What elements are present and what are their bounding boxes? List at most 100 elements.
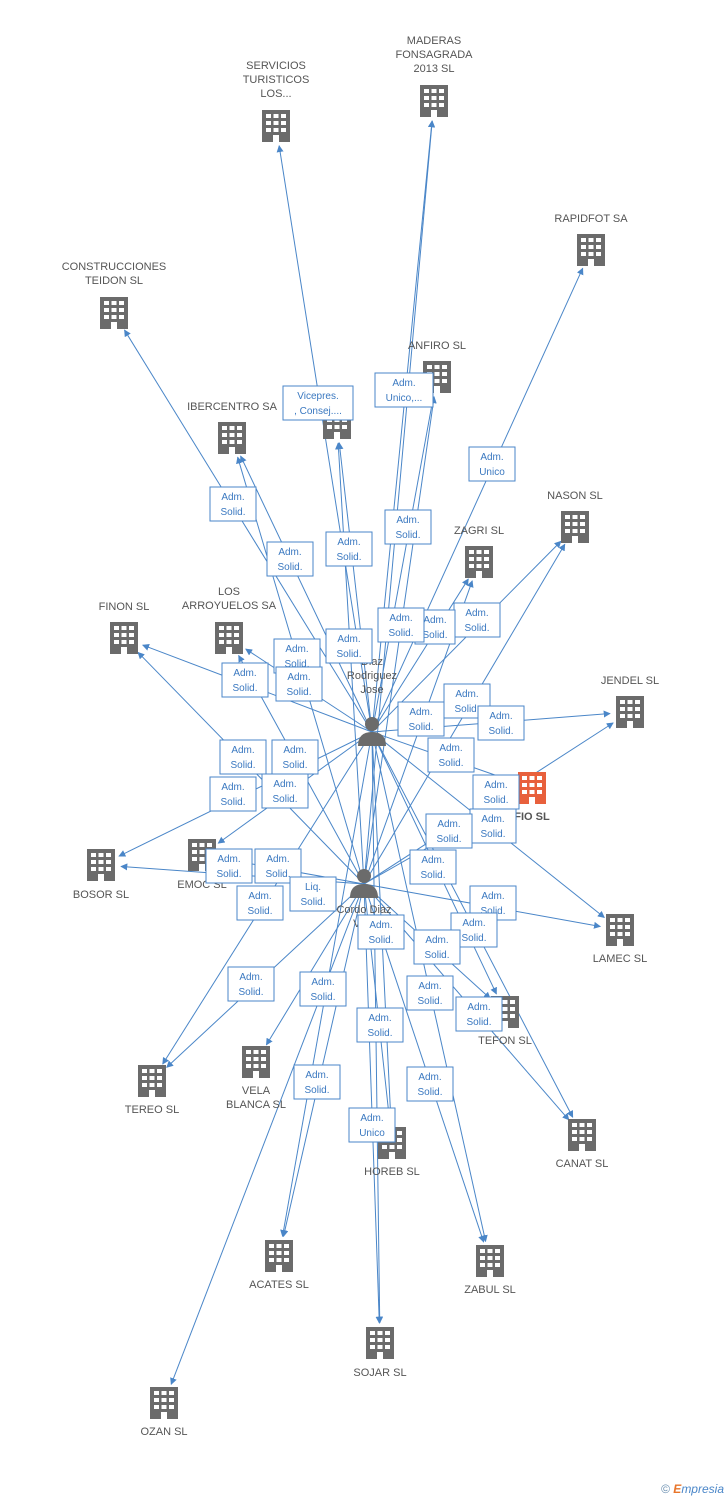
role-label[interactable]: Adm.Unico	[468, 446, 516, 482]
company-node-rapidfot[interactable]	[577, 234, 605, 266]
role-label[interactable]: Adm.Solid.	[271, 739, 319, 775]
role-label[interactable]: Adm.Solid.	[293, 1064, 341, 1100]
edge-p2-acates	[281, 883, 365, 1238]
company-node-acates[interactable]	[265, 1240, 293, 1272]
company-node-finon[interactable]	[110, 622, 138, 654]
role-label[interactable]: Adm.Solid.	[472, 774, 520, 810]
company-node-construcciones[interactable]	[100, 297, 128, 329]
company-node-fio[interactable]	[518, 772, 546, 804]
role-label[interactable]: Adm.Solid.	[299, 971, 347, 1007]
company-label-line: BLANCA SL	[226, 1099, 286, 1111]
company-node-sojar[interactable]	[366, 1327, 394, 1359]
building-icon	[138, 1065, 166, 1097]
role-label-text: Solid.	[220, 797, 245, 808]
company-label-line: MADERAS	[407, 35, 461, 47]
role-label[interactable]: Adm. Solid.	[266, 541, 314, 577]
role-label[interactable]: Adm.Unico,...	[374, 372, 434, 408]
edge-p2-ozan	[170, 883, 365, 1385]
role-label-text: Adm.	[489, 711, 512, 722]
company-node-ozan[interactable]	[150, 1387, 178, 1419]
person-label-line: Cordo Diaz	[336, 904, 391, 916]
role-label[interactable]: Adm.Solid.	[325, 531, 373, 567]
role-label-box	[266, 541, 314, 577]
company-node-vela[interactable]	[242, 1046, 270, 1078]
company-node-ibercentro[interactable]	[218, 422, 246, 454]
building-icon	[420, 85, 448, 117]
role-label[interactable]: Adm.Solid.	[413, 929, 461, 965]
brand-logo[interactable]: Empresia	[673, 1482, 724, 1496]
role-label[interactable]: Adm.Solid.	[455, 996, 503, 1032]
company-node-arroyuelos[interactable]	[215, 622, 243, 654]
role-label[interactable]: Adm.Solid.	[219, 739, 267, 775]
role-label-text: Adm.	[278, 547, 301, 558]
role-label-box	[469, 808, 517, 844]
role-label-text: Adm.	[418, 1072, 441, 1083]
role-label[interactable]: Adm.Solid.	[453, 602, 501, 638]
company-label-line: SERVICIOS	[246, 60, 306, 72]
role-label[interactable]: Adm. Solid.	[469, 808, 517, 844]
role-label[interactable]: Adm.Solid.	[325, 628, 373, 664]
company-node-tereo[interactable]	[138, 1065, 166, 1097]
company-label-ozan: OZAN SL	[140, 1426, 187, 1438]
role-label[interactable]: Adm.Solid.	[236, 885, 284, 921]
role-label-text: Solid.	[480, 906, 505, 917]
company-node-nason[interactable]	[561, 511, 589, 543]
company-node-servicios[interactable]	[262, 110, 290, 142]
role-label[interactable]: Adm.Solid.	[397, 701, 445, 737]
role-label-text: Adm.	[311, 977, 334, 988]
company-label-fio: FIO SL	[514, 811, 550, 823]
company-label-finon: FINON SL	[99, 601, 150, 613]
role-label[interactable]: Adm.Solid.	[227, 966, 275, 1002]
role-label-text: Solid.	[480, 829, 505, 840]
role-label[interactable]: Liq.Solid.	[289, 876, 337, 912]
edge-p1-ibercentro	[240, 455, 373, 733]
role-label-text: Solid.	[336, 649, 361, 660]
role-label[interactable]: Adm.Unico	[348, 1107, 396, 1143]
role-label[interactable]: Adm.Solid.	[425, 813, 473, 849]
company-node-maderas[interactable]	[420, 85, 448, 117]
role-label[interactable]: Adm.Solid.	[221, 662, 269, 698]
company-node-jendel[interactable]	[616, 696, 644, 728]
role-label[interactable]: Adm.Solid.	[275, 666, 323, 702]
company-node-zagri[interactable]	[465, 546, 493, 578]
company-label-line: CONSTRUCCIONES	[62, 261, 167, 273]
company-node-lamec[interactable]	[606, 914, 634, 946]
company-label-rapidfot: RAPIDFOT SA	[554, 213, 628, 225]
role-label[interactable]: Adm.Solid.	[427, 737, 475, 773]
company-node-bosor[interactable]	[87, 849, 115, 881]
role-label[interactable]: Adm.Solid.	[209, 486, 257, 522]
role-label[interactable]: Adm.Solid.	[409, 849, 457, 885]
role-label-text: Solid.	[417, 1087, 442, 1098]
role-label[interactable]: Adm.Solid.	[357, 914, 405, 950]
role-label[interactable]: Adm. Solid.	[406, 1066, 454, 1102]
role-label-text: Solid.	[277, 562, 302, 573]
building-icon	[606, 914, 634, 946]
company-label-horeb: HOREB SL	[364, 1166, 420, 1178]
role-label-text: Adm.	[481, 814, 504, 825]
role-label[interactable]: Adm.Solid.	[261, 773, 309, 809]
role-label[interactable]: Adm.Solid.	[205, 848, 253, 884]
role-label-text: Solid.	[368, 935, 393, 946]
role-label-text: Solid.	[388, 628, 413, 639]
role-label[interactable]: Vicepres., Consej....	[282, 385, 354, 421]
role-label[interactable]: Adm.Solid.	[406, 975, 454, 1011]
building-icon	[366, 1327, 394, 1359]
company-node-zabul[interactable]	[476, 1245, 504, 1277]
role-label-text: Adm.	[423, 615, 446, 626]
role-label[interactable]: Adm.Solid.	[477, 705, 525, 741]
edge-p1-zagri	[371, 578, 469, 733]
role-label[interactable]: Adm.Solid.	[384, 509, 432, 545]
role-label-box	[205, 848, 253, 884]
role-label-text: Adm.	[287, 672, 310, 683]
role-label-text: Solid.	[216, 869, 241, 880]
edge-p1-construcciones	[124, 329, 373, 733]
role-label[interactable]: Adm.Solid.	[377, 607, 425, 643]
company-node-canat[interactable]	[568, 1119, 596, 1151]
company-label-line: LOS...	[260, 88, 291, 100]
role-label[interactable]: Adm.Solid.	[356, 1007, 404, 1043]
role-label[interactable]: Adm.Solid.	[209, 776, 257, 812]
role-label-text: Solid.	[336, 552, 361, 563]
role-label-text: Adm.	[305, 1070, 328, 1081]
company-label-zabul: ZABUL SL	[464, 1284, 516, 1296]
